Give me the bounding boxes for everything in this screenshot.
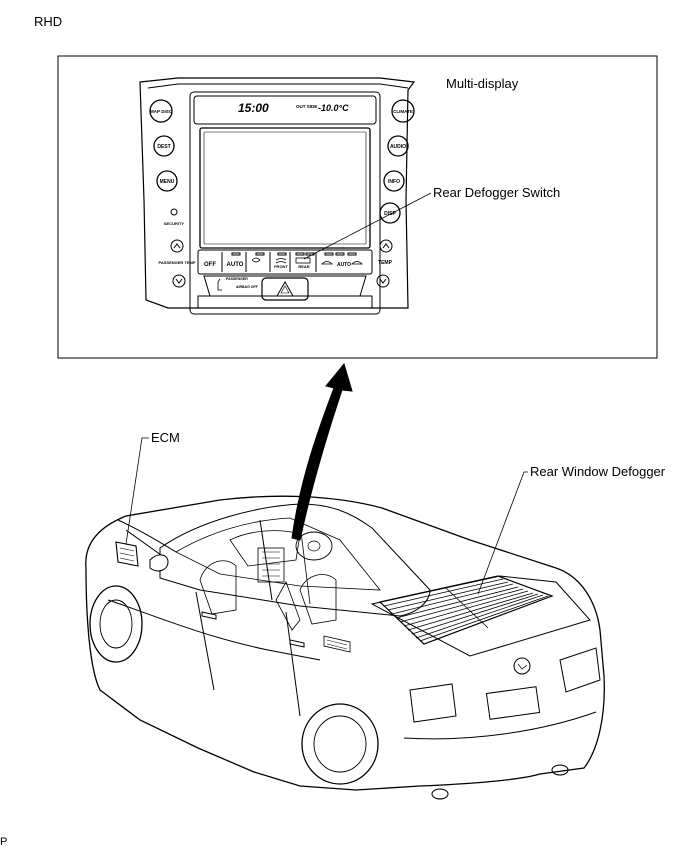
vehicle-illustration <box>85 495 605 800</box>
panel-text: 15:00 OUT SIDE -10.0°C MAP DISC DEST MEN… <box>150 101 413 289</box>
left-button-column <box>149 99 186 288</box>
auto-recirc-label[interactable]: AUTO <box>337 262 351 268</box>
hazard-icon <box>276 280 294 297</box>
clock-readout: 15:00 <box>238 101 269 115</box>
airbag-off-label: AIRBAG OFF <box>236 285 259 289</box>
auto-button-label[interactable]: AUTO <box>227 262 244 268</box>
audio-button-label[interactable]: AUDIO <box>390 144 406 150</box>
outside-label: OUT SIDE <box>296 104 317 109</box>
temp-label: TEMP <box>378 260 393 266</box>
security-label: SECURITY <box>164 221 185 226</box>
passenger-airbag-label: PASSENGER <box>226 277 248 281</box>
ecm-callout: ECM <box>151 430 180 445</box>
corner-mark: P <box>0 836 8 848</box>
multi-display-screen <box>199 127 371 249</box>
rear-window-defogger-grid <box>378 575 554 645</box>
climate-control-panel <box>139 77 416 315</box>
right-button-column <box>376 99 415 288</box>
info-button-label[interactable]: INFO <box>388 179 400 185</box>
map-disc-button-label[interactable]: MAP DISC <box>150 109 173 114</box>
off-button-label[interactable]: OFF <box>204 262 216 268</box>
rear-window-defogger-leader <box>477 471 528 595</box>
rear-window-defogger-callout: Rear Window Defogger <box>530 464 666 479</box>
multi-display-callout: Multi-display <box>446 76 519 91</box>
climate-button-label[interactable]: CLIMATE <box>393 109 413 114</box>
passenger-seat-icon <box>217 278 222 291</box>
defroster-icon <box>275 258 287 264</box>
fan-icon <box>251 257 261 263</box>
ecm-leader <box>125 437 149 545</box>
dest-button-label[interactable]: DEST <box>157 144 170 150</box>
passenger-temp-label: PASSENGER TEMP <box>158 260 195 265</box>
pointer-arrow <box>291 362 353 541</box>
strip-icons <box>217 257 363 291</box>
hazard-button[interactable] <box>261 277 309 301</box>
rear-defogger-switch-leader <box>303 192 432 260</box>
rear-defogger-icon <box>295 257 311 264</box>
outside-temp-readout: -10.0°C <box>318 103 349 113</box>
recirc-icon <box>321 261 363 265</box>
menu-button-label[interactable]: MENU <box>160 179 175 185</box>
lexus-emblem <box>513 657 531 675</box>
front-defroster-label[interactable]: FRONT <box>274 264 288 269</box>
detail-frame <box>57 55 658 359</box>
region-code-label: RHD <box>34 14 63 29</box>
ecm-box <box>115 541 139 567</box>
rear-defogger-label[interactable]: REAR <box>298 264 309 269</box>
rear-defogger-switch-callout: Rear Defogger Switch <box>433 185 561 200</box>
